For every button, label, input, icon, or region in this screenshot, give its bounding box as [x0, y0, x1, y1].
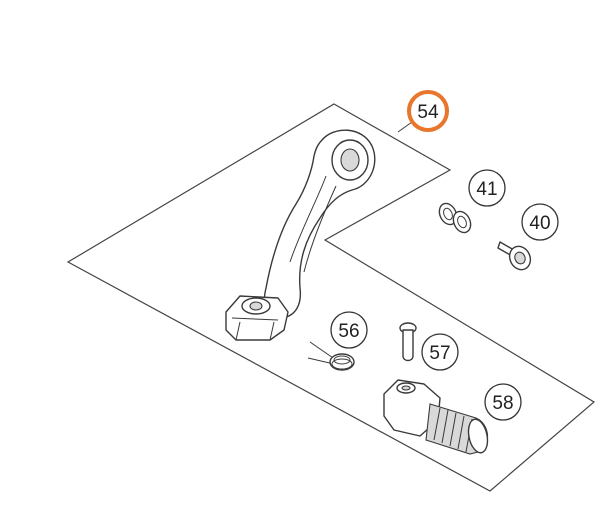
callout-40-label: 40: [529, 213, 550, 234]
shift-lever-arm-icon: [225, 129, 376, 341]
callout-57-label: 57: [429, 343, 450, 364]
callout-54-label: 54: [417, 102, 439, 123]
pin-icon: [399, 322, 417, 362]
washer-pair-icon: [438, 202, 472, 234]
callout-58-label: 58: [492, 393, 513, 414]
callout-41-label: 41: [476, 179, 497, 200]
bolt-icon: [497, 241, 532, 271]
callout-56-label: 56: [338, 321, 359, 342]
callout-57: 57: [421, 333, 459, 371]
callout-54: 54: [407, 90, 449, 132]
spring-clip-icon: [307, 341, 355, 371]
callout-40: 40: [521, 203, 559, 241]
callout-54-leader: [397, 121, 413, 133]
shift-peg-icon: [383, 379, 489, 455]
assembly-group-outline: [66, 103, 596, 492]
callout-58: 58: [484, 383, 522, 421]
callout-41: 41: [468, 169, 506, 207]
callout-56: 56: [330, 311, 368, 349]
